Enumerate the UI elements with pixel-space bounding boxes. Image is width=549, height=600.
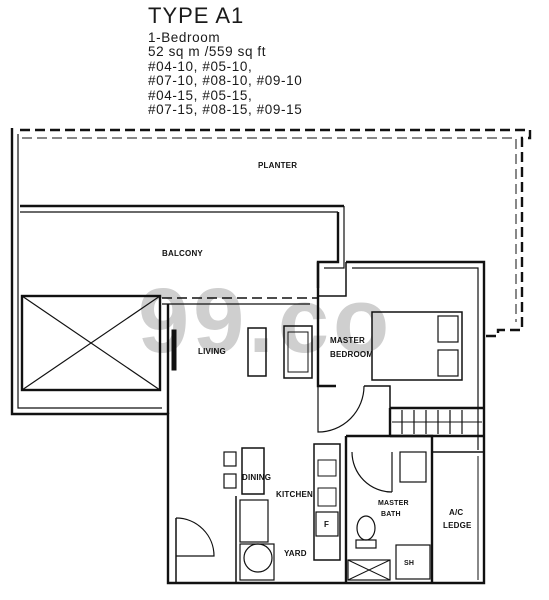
- dining-table: [241, 447, 265, 495]
- kitchen-cabinet: [239, 499, 269, 543]
- unit-numbers-line-3: #04-15, #05-15,: [148, 88, 253, 103]
- label-shower: SH: [404, 560, 414, 567]
- toilet: [356, 515, 376, 541]
- label-living: LIVING: [198, 347, 226, 356]
- label-dining: DINING: [242, 473, 271, 482]
- vanity: [399, 451, 427, 483]
- label-ac-ledge-1: A/C: [449, 508, 463, 517]
- bed: [371, 311, 463, 381]
- label-master-bedroom-2: BEDROOM: [330, 350, 373, 359]
- label-fridge: F: [324, 520, 329, 529]
- bedroom-door: [317, 385, 365, 433]
- unit-type-title: TYPE A1: [148, 3, 245, 28]
- label-planter: PLANTER: [258, 161, 297, 170]
- unit-numbers-line-4: #07-15, #08-15, #09-15: [148, 102, 303, 117]
- washing-machine: [243, 543, 273, 573]
- yard-door: [175, 517, 215, 557]
- bedroom-count: 1-Bedroom: [148, 30, 221, 45]
- kitchen-counter: [313, 443, 341, 561]
- watermark: 99.co: [138, 270, 393, 372]
- tv-console: [171, 329, 177, 371]
- unit-numbers-line-2: #07-10, #08-10, #09-10: [148, 73, 303, 88]
- fridge: [315, 511, 339, 537]
- planter-outline: [20, 128, 532, 338]
- coffee-table: [247, 327, 267, 377]
- label-kitchen: KITCHEN: [276, 490, 313, 499]
- label-balcony: BALCONY: [162, 249, 203, 258]
- label-master-bath-2: BATH: [381, 511, 401, 518]
- ac-ledge: [431, 451, 485, 584]
- bedroom-wall-right: [346, 260, 486, 450]
- label-master-bedroom-1: MASTER: [330, 336, 365, 345]
- unit-numbers-line-1: #04-10, #05-10,: [148, 59, 253, 74]
- label-yard: YARD: [284, 549, 307, 558]
- unit-area: 52 sq m /559 sq ft: [148, 44, 267, 59]
- sofa: [283, 325, 313, 379]
- void-box: [20, 294, 162, 392]
- label-master-bath-1: MASTER: [378, 500, 409, 507]
- label-ac-ledge-2: LEDGE: [443, 521, 472, 530]
- shower: [395, 544, 431, 580]
